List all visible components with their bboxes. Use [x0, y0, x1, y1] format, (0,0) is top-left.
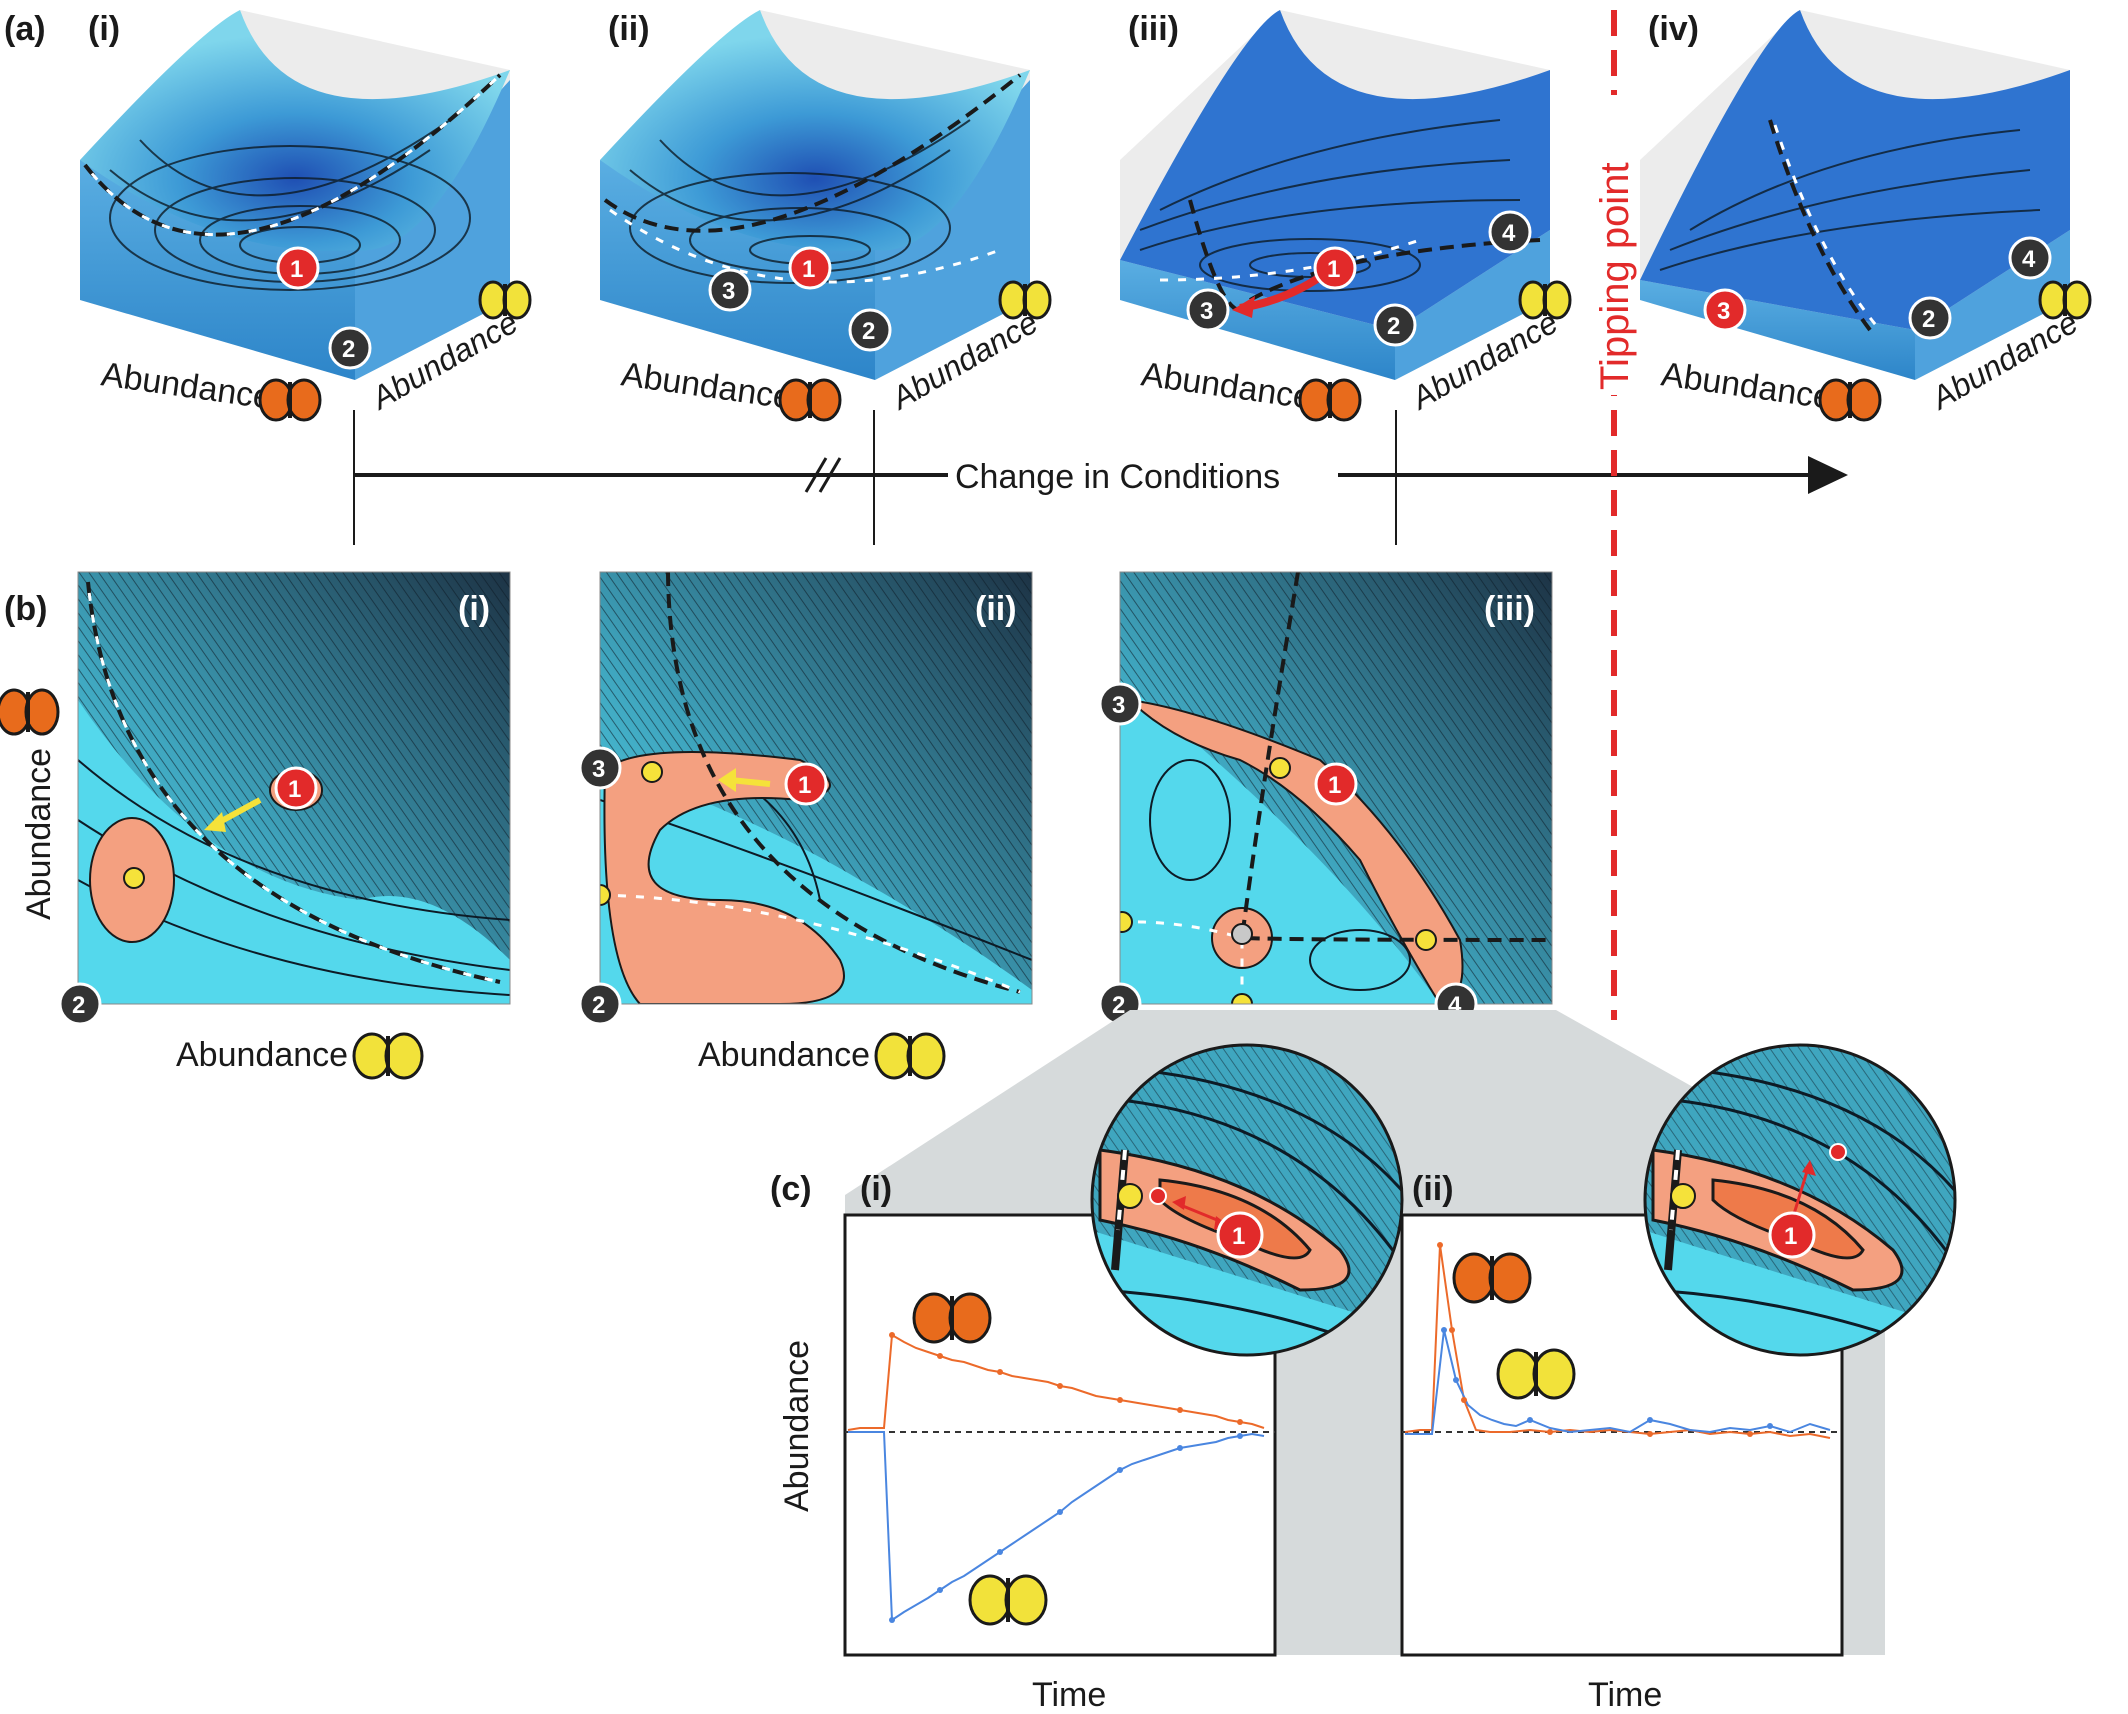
state-ball-icon — [578, 982, 622, 1026]
swallowtail-butterfly-icon — [998, 280, 1052, 320]
state-ball-icon — [708, 268, 752, 312]
state-number: 2 — [592, 992, 605, 1019]
axis-label: Abundance — [619, 355, 795, 417]
state-ball-icon — [276, 246, 320, 290]
state-ball-icon — [1703, 288, 1747, 332]
state-ball-icon — [1908, 296, 1952, 340]
zoom-circle-ii: 1 — [1643, 1043, 1957, 1357]
state-number: 2 — [862, 318, 875, 345]
state-number: 2 — [1922, 306, 1935, 333]
state-number: 1 — [802, 256, 815, 283]
landscape-iii: (iii) 1 3 2 4 Abundance Abundance — [1120, 10, 1572, 422]
state-number: 3 — [1112, 692, 1125, 719]
state-ball-icon — [1186, 288, 1230, 332]
change-arrow: Change in Conditions — [353, 410, 1848, 545]
panel-label-b: (b) — [4, 590, 47, 628]
swallowtail-butterfly-icon — [1496, 1348, 1576, 1400]
landscape-ii: (ii) 1 3 2 Abundance Abundance — [600, 10, 1052, 422]
monarch-butterfly-icon — [258, 378, 322, 422]
axis-label-y: Abundance — [20, 748, 58, 920]
series-orange-i — [847, 1333, 1265, 1431]
state-ball-icon — [1373, 303, 1417, 347]
state-number: 4 — [2022, 246, 2036, 273]
state-number: 1 — [1327, 256, 1340, 283]
series-blue-ii — [1405, 1329, 1831, 1435]
state-ball-icon — [58, 982, 102, 1026]
monarch-butterfly-icon — [1452, 1252, 1532, 1304]
state-number: 1 — [1328, 772, 1341, 799]
swallowtail-butterfly-icon — [874, 1032, 946, 1080]
sub-label-a-iv: (iv) — [1648, 10, 1699, 48]
state-ball-icon — [2008, 236, 2052, 280]
axis-label: Abundance — [99, 355, 275, 417]
state-number: 2 — [72, 992, 85, 1019]
landscape-i: (i) 1 2 Abundance Abundance — [80, 10, 532, 422]
sub-label-b-ii: (ii) — [975, 590, 1017, 628]
series-orange-i-points — [889, 1332, 1243, 1425]
panel-label-c: (c) — [770, 1170, 812, 1208]
landscape-iv: (iv) 3 2 4 Abundance Abundance — [1640, 10, 2092, 422]
monarch-butterfly-icon — [912, 1292, 992, 1344]
axis-label-y: Abundance — [778, 1340, 816, 1512]
state-ball-icon — [1216, 1211, 1264, 1259]
state-ball-icon — [1488, 210, 1532, 254]
state-ball-icon — [784, 762, 828, 806]
series-blue-i-points — [889, 1433, 1243, 1623]
state-number: 2 — [342, 336, 355, 363]
swallowtail-butterfly-icon — [968, 1574, 1048, 1626]
state-number: 3 — [1717, 298, 1730, 325]
series-blue-i — [848, 1431, 1265, 1622]
axis-label-x: Abundance — [176, 1036, 348, 1074]
monarch-butterfly-icon — [1818, 378, 1882, 422]
tipping-point-label: Tipping point — [1593, 162, 1637, 390]
sub-label-a-i: (i) — [88, 10, 120, 48]
axis-label: Abundance — [1659, 355, 1835, 417]
monarch-butterfly-icon — [0, 688, 60, 736]
state-ball-icon — [848, 308, 892, 352]
state-number: 1 — [290, 256, 303, 283]
state-number: 1 — [1784, 1223, 1797, 1250]
state-ball-icon — [1314, 762, 1358, 806]
series-orange-ii-points — [1437, 1242, 1753, 1437]
monarch-butterfly-icon — [1298, 378, 1362, 422]
panel-label-a: (a) — [4, 10, 46, 48]
state-number: 1 — [798, 772, 811, 799]
state-number: 1 — [1232, 1223, 1245, 1250]
sub-label-a-iii: (iii) — [1128, 10, 1179, 48]
swallowtail-butterfly-icon — [478, 280, 532, 320]
state-ball-icon — [1098, 682, 1142, 726]
state-ball-icon — [578, 746, 622, 790]
state-number: 2 — [1387, 313, 1400, 340]
state-number: 3 — [592, 756, 605, 783]
state-number: 2 — [1112, 992, 1125, 1019]
state-number: 3 — [1200, 298, 1213, 325]
tipping-point: Tipping point — [1590, 10, 1638, 1020]
sub-label-c-i: (i) — [860, 1170, 892, 1208]
swallowtail-butterfly-icon — [1518, 280, 1572, 320]
axis-label-time-i: Time — [1032, 1676, 1106, 1714]
axis-label-time-ii: Time — [1588, 1676, 1662, 1714]
zoom-circle-i: 1 — [1090, 1043, 1404, 1357]
sub-label-b-i: (i) — [458, 590, 490, 628]
sub-label-c-ii: (ii) — [1412, 1170, 1454, 1208]
series-blue-ii-points — [1441, 1327, 1773, 1429]
change-in-conditions-label: Change in Conditions — [955, 458, 1280, 496]
sub-label-a-ii: (ii) — [608, 10, 650, 48]
state-number: 4 — [1502, 220, 1516, 247]
state-ball-icon — [788, 246, 832, 290]
state-ball-icon — [1768, 1211, 1816, 1259]
state-ball-icon — [274, 766, 318, 810]
sub-label-b-iii: (iii) — [1484, 590, 1535, 628]
state-number: 1 — [288, 776, 301, 803]
swallowtail-butterfly-icon — [2038, 280, 2092, 320]
monarch-butterfly-icon — [778, 378, 842, 422]
state-number: 3 — [722, 278, 735, 305]
swallowtail-butterfly-icon — [352, 1032, 424, 1080]
state-ball-icon — [1313, 246, 1357, 290]
state-ball-icon — [328, 326, 372, 370]
axis-label-x: Abundance — [698, 1036, 870, 1074]
axis-label: Abundance — [1139, 355, 1315, 417]
